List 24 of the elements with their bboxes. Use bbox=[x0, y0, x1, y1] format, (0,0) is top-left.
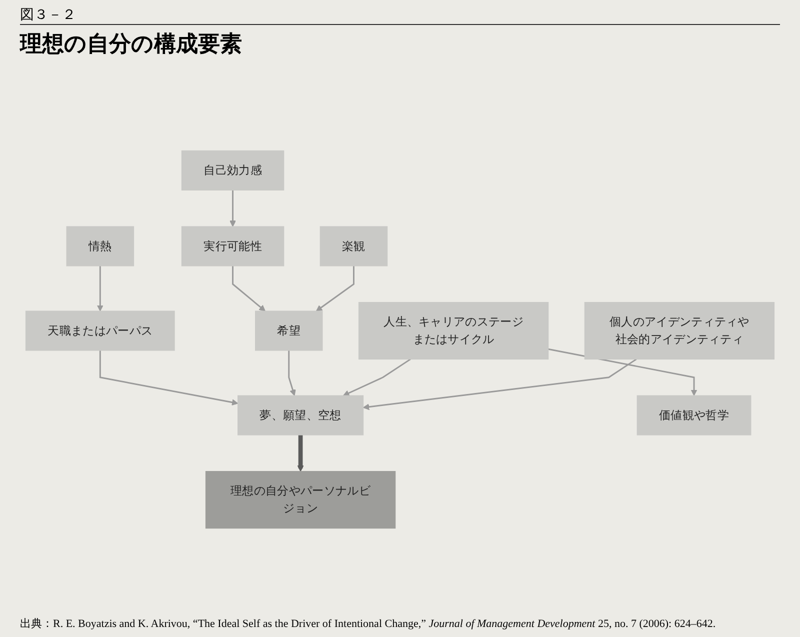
source-caption: 出典：R. E. Boyatzis and K. Akrivou, “The Ideal Self as the Driver of Intentional Change,” Journal of Management Development 25, no. 7 (2006): 624–642. bbox=[20, 617, 717, 631]
node-box: 天職またはパーパス bbox=[25, 310, 175, 351]
node-box: 理想の自分やパーソナルビジョン bbox=[205, 471, 396, 529]
arrow bbox=[297, 434, 304, 472]
arrow bbox=[230, 190, 236, 227]
arrow bbox=[288, 350, 296, 396]
figure-number: 図３－２ bbox=[20, 6, 780, 25]
diagram-title: 理想の自分の構成要素 bbox=[20, 31, 243, 59]
node-box: 価値観や哲学 bbox=[636, 395, 752, 436]
arrow bbox=[96, 266, 104, 312]
arrow bbox=[343, 358, 411, 396]
node-box: 実行可能性 bbox=[181, 226, 284, 266]
node-box: 夢、願望、空想 bbox=[238, 395, 364, 436]
arrow bbox=[99, 350, 238, 406]
arrow bbox=[548, 348, 698, 396]
node-box: 自己効力感 bbox=[181, 150, 284, 190]
arrow bbox=[232, 266, 266, 312]
node-box: 情熱 bbox=[66, 226, 134, 266]
arrow bbox=[362, 358, 637, 410]
arrow bbox=[316, 266, 354, 312]
node-box: 希望 bbox=[255, 310, 323, 351]
node-box: 楽観 bbox=[320, 226, 388, 266]
node-box: 個人のアイデンティティや社会的アイデンティティ bbox=[584, 302, 775, 360]
node-box: 人生、キャリアのステージまたはサイクル bbox=[358, 302, 549, 360]
